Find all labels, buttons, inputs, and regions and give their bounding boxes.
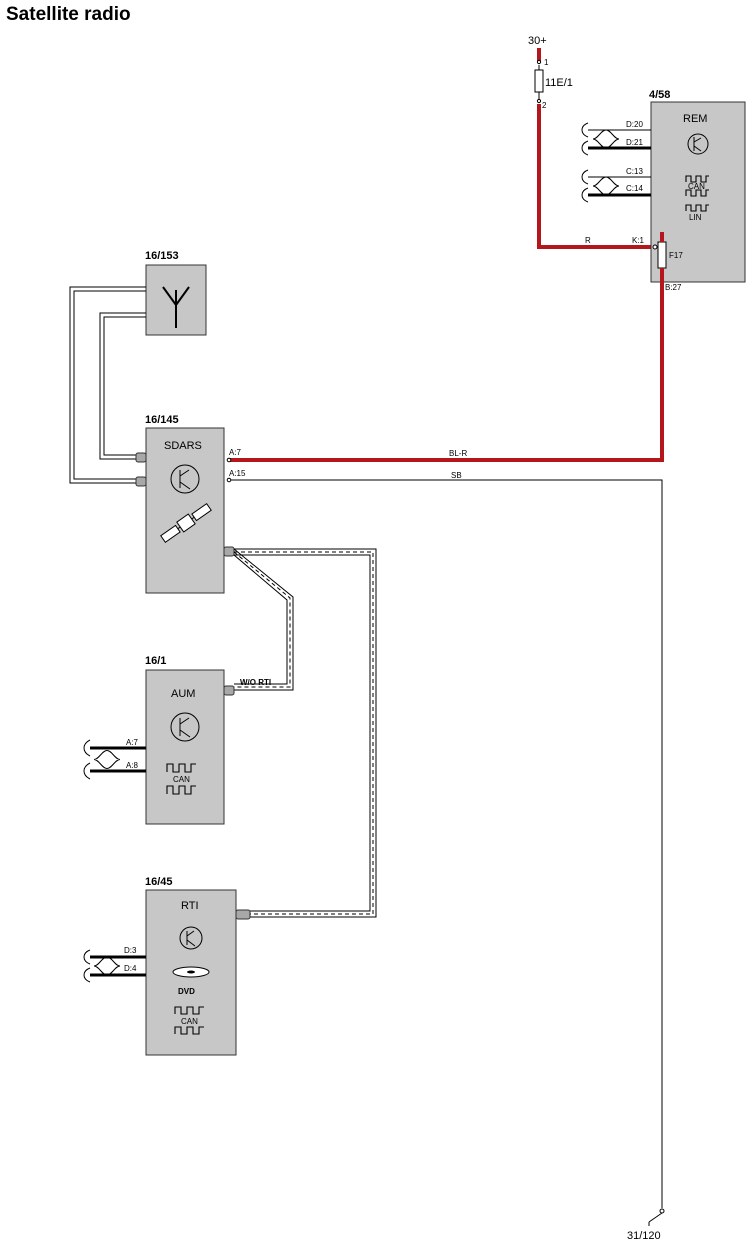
rti-pin-d3: D:3: [124, 946, 137, 955]
transistor-icon: [687, 133, 709, 155]
ground-icon: [648, 1208, 665, 1226]
sdars-name: SDARS: [164, 440, 202, 452]
twisted-pair-icon: [592, 176, 620, 196]
rti-dvd-label: DVD: [178, 987, 195, 996]
rem-pin-d21: D:21: [626, 138, 643, 147]
transistor-icon: [179, 926, 203, 950]
dvd-icon: [172, 966, 210, 978]
rti-pin-d4: D:4: [124, 964, 137, 973]
rti-audio-connector: [235, 909, 251, 920]
sdars-antenna-connector: [135, 476, 147, 487]
can-bus-icon: [174, 1006, 204, 1035]
sdars-antenna-connector: [135, 452, 147, 463]
aum-audio-connector: [223, 685, 235, 696]
aum-id: 16/1: [145, 655, 166, 667]
aum-can-label: CAN: [173, 775, 190, 784]
rem-fuse-icon: [657, 241, 667, 269]
lin-bus-icon: [685, 204, 709, 212]
rem-lin-label: LIN: [689, 213, 702, 222]
rem-module: 4/58 REM CAN LIN D:20 D:21 C:13: [229, 89, 746, 462]
sdars-pin-a15: A:15: [229, 469, 246, 478]
aum-box: [145, 669, 225, 825]
twisted-pair-icon: [93, 750, 121, 769]
rem-box: [650, 101, 746, 283]
can-bus-icon: [166, 763, 196, 795]
antenna-icon: [162, 286, 190, 328]
pin-dot: [536, 98, 542, 104]
rem-name: REM: [683, 113, 707, 125]
ground-wire: [231, 479, 663, 1208]
shielded-cable: [233, 548, 377, 918]
rem-pin-b27: B:27: [665, 283, 682, 292]
fuse-label: 11E/1: [545, 77, 573, 89]
red-wire-to-rem: [537, 104, 655, 249]
aum-pin-a8: A:8: [126, 761, 139, 770]
wire-color-r: R: [585, 236, 591, 245]
rti-id: 16/45: [145, 876, 173, 888]
antenna-id: 16/153: [145, 250, 179, 262]
blr-wire: [229, 268, 664, 462]
sdars-pin-a7: A:7: [229, 448, 242, 457]
sdars-audio-connector: [223, 546, 235, 557]
supply-label: 30+: [528, 35, 547, 47]
rem-fuse-label: F17: [669, 251, 683, 260]
transistor-icon: [170, 464, 200, 494]
transistor-icon: [170, 712, 200, 742]
sdars-box: [145, 427, 225, 594]
rem-pin-d20: D:20: [626, 120, 643, 129]
rem-pin-c14: C:14: [626, 184, 643, 193]
aum-pin-a7: A:7: [126, 738, 139, 747]
rem-pin-c13: C:13: [626, 167, 643, 176]
fuse-icon: [534, 69, 544, 93]
satellite-icon: [160, 502, 212, 544]
ground-label: 31/120: [627, 1230, 661, 1242]
rem-can-label: CAN: [688, 182, 705, 191]
page-title: Satellite radio: [6, 4, 131, 25]
supply-circuit: 30+ 1 11E/1 2 R: [528, 35, 655, 249]
rti-can-label: CAN: [181, 1017, 198, 1026]
fuse-pin-1: 1: [544, 58, 549, 67]
fuse-pin-2: 2: [542, 101, 547, 110]
twisted-pair-icon: [592, 129, 620, 149]
aum-note: W/O RTI: [240, 678, 271, 687]
wire-color-sb: SB: [451, 471, 462, 480]
aum-module: 16/1 AUM W/O RTI CAN A:7 A:8: [83, 655, 271, 825]
wire-color-blr: BL-R: [449, 449, 467, 458]
rti-name: RTI: [181, 900, 199, 912]
can-bus-icon: [685, 175, 709, 197]
rem-pin-k1: K:1: [632, 236, 645, 245]
rem-id: 4/58: [649, 89, 670, 101]
aum-name: AUM: [171, 688, 195, 700]
twisted-pair-icon: [93, 956, 121, 976]
antenna-module: 16/153: [69, 250, 207, 484]
sdars-module: 16/145 SDARS A:7 A:15 BL-R SB: [135, 414, 663, 1208]
sdars-id: 16/145: [145, 414, 179, 426]
pin-dot: [536, 59, 542, 65]
rti-module: 16/45 RTI DVD CAN D:3 D:4: [83, 876, 251, 1056]
